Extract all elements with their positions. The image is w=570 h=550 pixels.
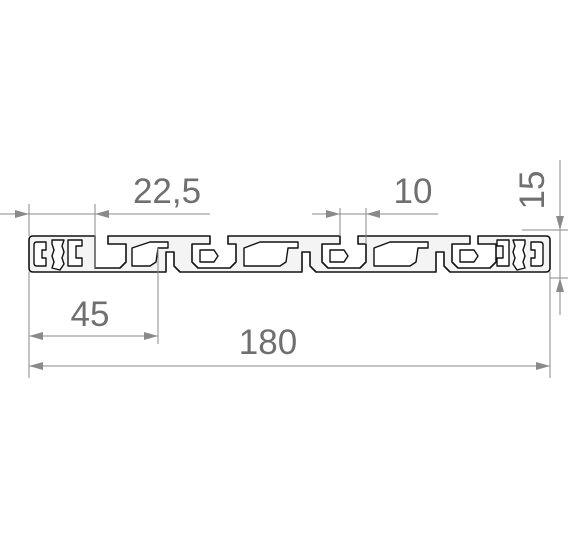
dimension-label-slot-width: 10: [394, 172, 433, 211]
left-end-slot: [67, 239, 83, 267]
right-end-slot: [496, 239, 510, 267]
dimension-module-pitch: 22,5: [0, 172, 210, 218]
chamber-6: [459, 249, 479, 263]
left-end-core: [51, 239, 65, 271]
dimension-module-width: 45: [29, 295, 158, 340]
dimension-slot-width: 10: [312, 172, 438, 218]
extension-lines: [28, 204, 568, 378]
chamber-3: [373, 241, 429, 267]
dimension-total-width: 180: [29, 323, 550, 370]
dimension-label-height: 15: [513, 171, 552, 210]
right-end-chamber: [530, 241, 544, 267]
dimension-label-module-pitch: 22,5: [133, 172, 201, 211]
chamber-2: [243, 241, 299, 267]
left-end-chamber: [33, 241, 47, 267]
dimension-label-total-width: 180: [239, 323, 297, 362]
dimension-label-module-width: 45: [71, 295, 110, 334]
chamber-4: [199, 249, 219, 263]
right-end-core: [512, 239, 526, 271]
chamber-5: [329, 249, 349, 263]
profile-cross-section: [28, 235, 551, 273]
dimension-height: 15: [513, 160, 564, 315]
